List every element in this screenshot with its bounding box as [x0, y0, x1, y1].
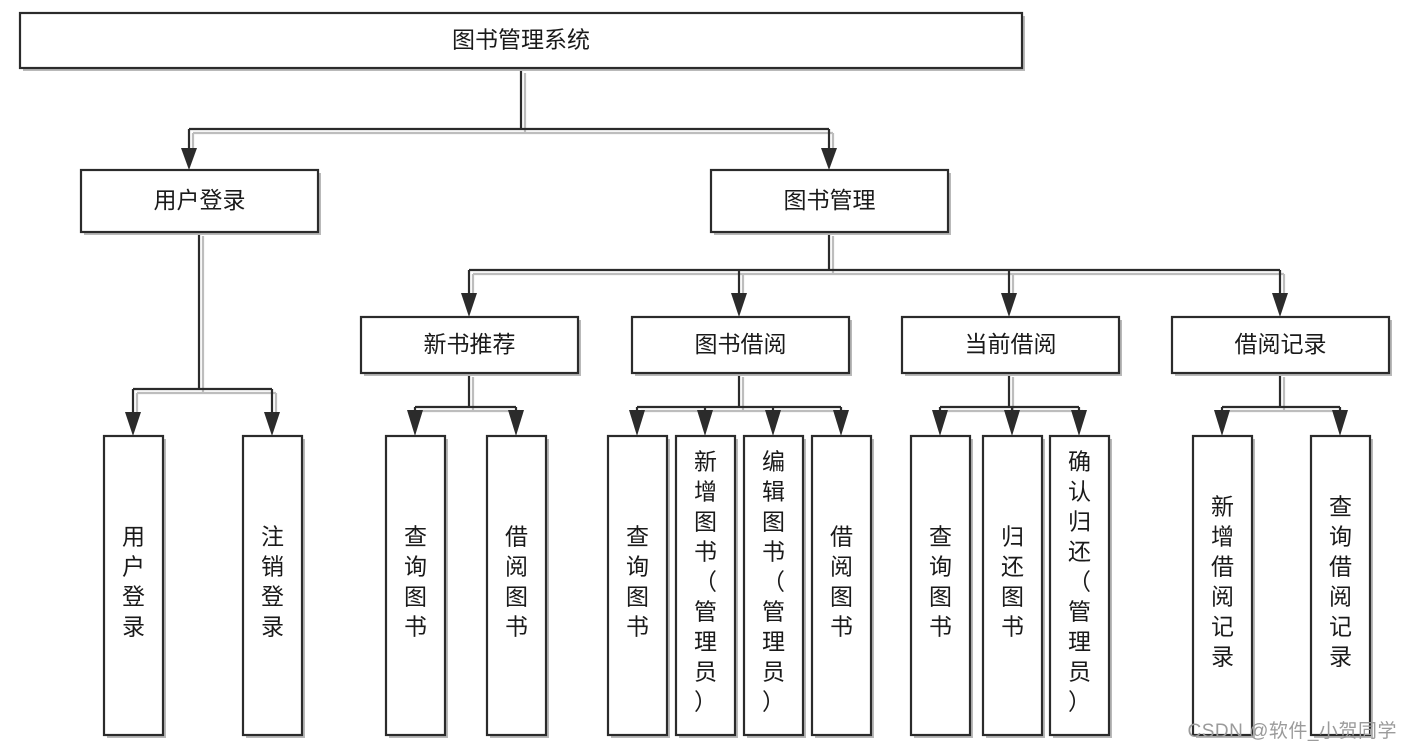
- arrowhead-leaf-logout: [264, 412, 280, 436]
- labels-layer: 图书管理系统用户登录图书管理新书推荐图书借阅当前借阅借阅记录用户登录注销登录查询…: [122, 27, 1352, 715]
- node-label: 借阅记录: [1235, 331, 1327, 357]
- node-box-leaf-5[interactable]: [674, 434, 737, 737]
- node-label: 查询图书: [626, 524, 649, 640]
- node-box-leaf-1[interactable]: [241, 434, 304, 737]
- arrowhead-leaf-return-book: [1004, 410, 1020, 436]
- node-label: 注销登录: [261, 524, 284, 640]
- edge-userlogin-to-leaves: [131, 232, 274, 414]
- node-label: 图书管理系统: [452, 27, 590, 53]
- node-label: 归还图书: [1001, 524, 1024, 640]
- arrowhead-leaf-user-login: [125, 412, 141, 436]
- node-box-leaf-12[interactable]: [1309, 434, 1372, 737]
- node-label: 查询图书: [404, 524, 427, 640]
- node-box-leaf-4[interactable]: [606, 434, 669, 737]
- node-label: 当前借阅: [965, 331, 1057, 357]
- arrowhead-leaf-query-book-2: [629, 410, 645, 436]
- node-label: 查询图书: [929, 524, 952, 640]
- edge-bookborrow-to-leaves: [635, 373, 843, 414]
- node-box-leaf-3[interactable]: [485, 434, 548, 737]
- edges-layer: [125, 68, 1348, 436]
- watermark-text: CSDN @软件_小贺同学: [1187, 721, 1397, 742]
- node-label: 新增图书（管理员）: [694, 449, 717, 715]
- arrowhead-book-borrow: [731, 293, 747, 317]
- arrowhead-leaf-add-book: [697, 410, 713, 436]
- arrowhead-leaf-query-record: [1332, 410, 1348, 436]
- node-box-leaf-7[interactable]: [810, 434, 873, 737]
- arrowhead-new-book-rec: [461, 293, 477, 317]
- node-box-level3-1[interactable]: [630, 315, 851, 375]
- edge-currentborrow-to-leaves: [938, 373, 1081, 414]
- node-box-leaf-10[interactable]: [1048, 434, 1111, 737]
- arrowhead-book-manage: [821, 148, 837, 170]
- arrowhead-borrow-record: [1272, 293, 1288, 317]
- edge-borrowrecord-to-leaves: [1220, 373, 1342, 414]
- node-label: 借阅图书: [830, 524, 853, 640]
- node-label: 编辑图书（管理员）: [762, 449, 785, 715]
- node-box-leaf-11[interactable]: [1191, 434, 1254, 737]
- nodes-layer: [18, 11, 1392, 738]
- node-label: 新书推荐: [424, 331, 516, 357]
- node-label: 借阅图书: [505, 524, 528, 640]
- node-box-leaf-8[interactable]: [909, 434, 972, 737]
- node-box-level3-3[interactable]: [1170, 315, 1391, 375]
- node-label: 用户登录: [122, 524, 145, 640]
- node-label: 查询借阅记录: [1329, 494, 1352, 670]
- arrowhead-leaf-query-book-1: [407, 410, 423, 436]
- arrowhead-leaf-add-record: [1214, 410, 1230, 436]
- node-box-level2-0[interactable]: [79, 168, 320, 234]
- arrowhead-leaf-query-book-3: [932, 410, 948, 436]
- edge-newbook-to-leaves: [413, 373, 518, 414]
- node-box-root-0[interactable]: [18, 11, 1024, 70]
- node-label: 图书管理: [784, 187, 876, 213]
- node-box-level3-2[interactable]: [900, 315, 1121, 375]
- arrowhead-leaf-borrow-book-1: [508, 410, 524, 436]
- node-label: 新增借阅记录: [1211, 494, 1234, 670]
- node-box-level3-0[interactable]: [359, 315, 580, 375]
- arrowhead-leaf-borrow-book-2: [833, 410, 849, 436]
- arrowhead-current-borrow: [1001, 293, 1017, 317]
- edge-bookmanage-to-level3: [467, 232, 1282, 295]
- node-label: 图书借阅: [695, 331, 787, 357]
- node-box-leaf-2[interactable]: [384, 434, 447, 737]
- node-box-level2-1[interactable]: [709, 168, 950, 234]
- node-box-leaf-0[interactable]: [102, 434, 165, 737]
- arrowhead-leaf-confirm-return: [1071, 410, 1087, 436]
- edge-root-to-level2: [187, 68, 831, 150]
- node-label: 用户登录: [154, 187, 246, 213]
- arrowhead-user-login: [181, 148, 197, 170]
- node-label: 确认归还（管理员）: [1068, 449, 1091, 715]
- node-box-leaf-6[interactable]: [742, 434, 805, 737]
- arrowhead-leaf-edit-book: [765, 410, 781, 436]
- node-box-leaf-9[interactable]: [981, 434, 1044, 737]
